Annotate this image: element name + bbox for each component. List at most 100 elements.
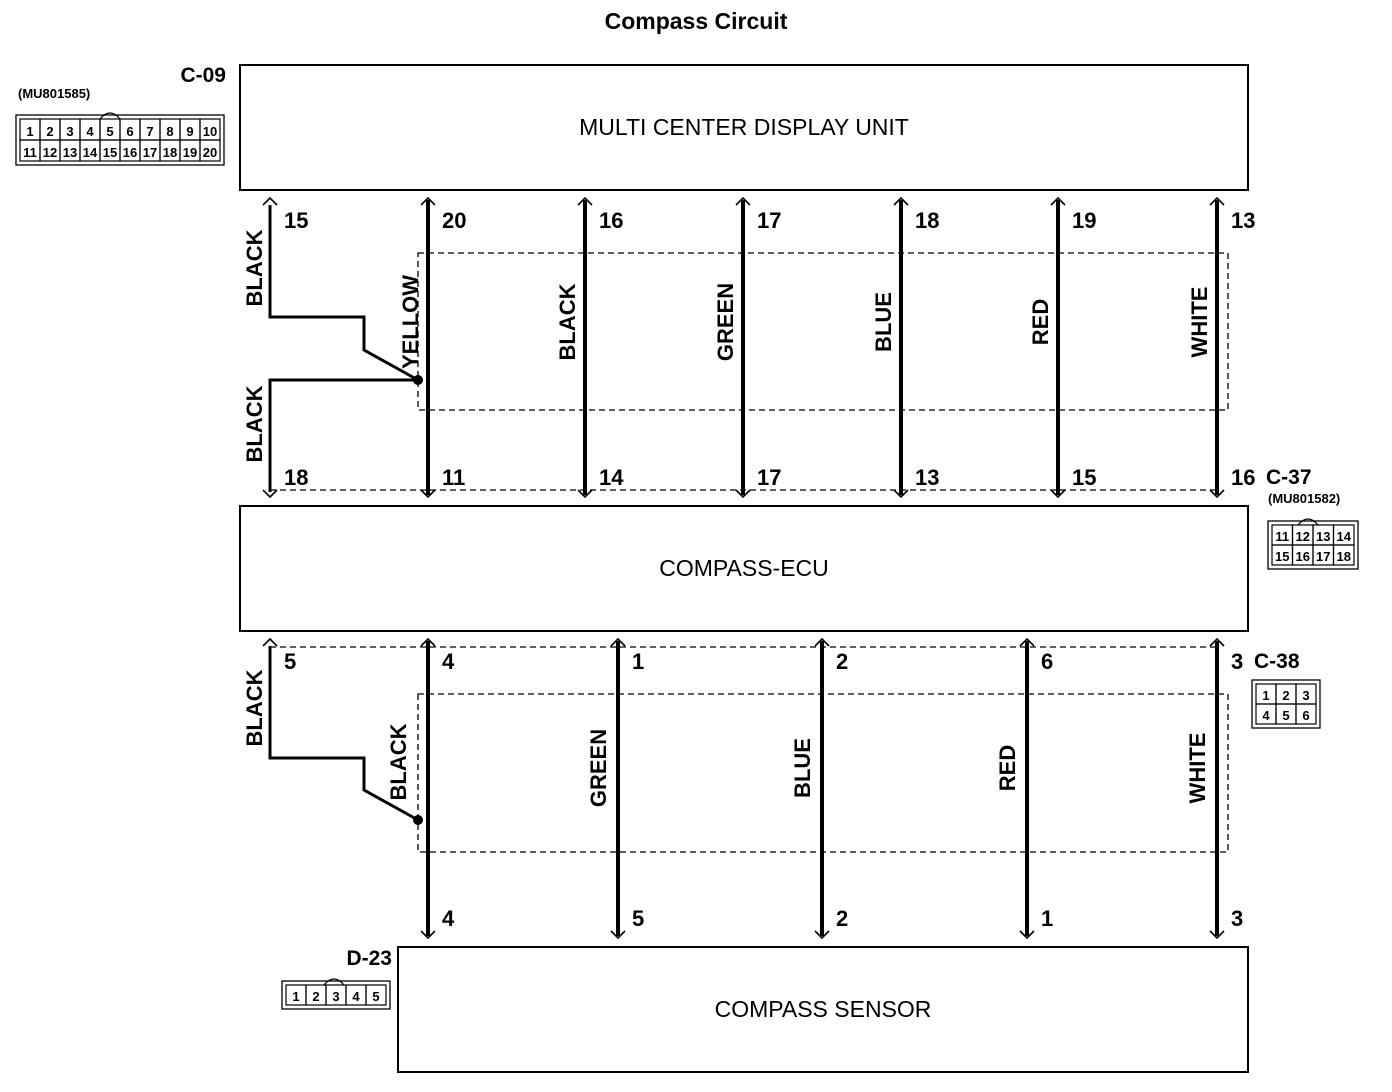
- lower-top-pin-number: 3: [1231, 649, 1243, 674]
- c09-connector-id: C-09: [180, 64, 226, 87]
- lower-top-terminal: [1019, 637, 1035, 647]
- upper-branch-color-top: BLACK: [242, 229, 267, 306]
- upper-bottom-pin-number: 13: [915, 465, 939, 490]
- connector-cell-number: 11: [1275, 529, 1289, 544]
- upper-black-branch-wire-2: [268, 378, 418, 492]
- upper-top-terminal: [262, 196, 278, 206]
- lower-bottom-pin-number: 2: [836, 906, 848, 931]
- upper-bottom-pin-number: 17: [757, 465, 781, 490]
- upper-bottom-terminal: [893, 489, 909, 499]
- connector-cell-number: 5: [1282, 708, 1289, 723]
- ecu-label: COMPASS-ECU: [659, 555, 829, 581]
- upper-bottom-pin-number: 11: [442, 465, 465, 490]
- upper-black-branch-wire: [268, 205, 419, 382]
- lower-splice-dot: [413, 815, 423, 825]
- lower-bottom-terminal: [814, 930, 830, 940]
- connector-cell-number: 9: [186, 124, 193, 139]
- connector-frame: [281, 980, 391, 1010]
- upper-wire-color: BLUE: [871, 292, 896, 352]
- connector-cell-number: 6: [1302, 708, 1309, 723]
- connector-cell-number: 3: [66, 124, 73, 139]
- upper-top-pin-number: 19: [1072, 208, 1096, 233]
- upper-wire-color: RED: [1028, 299, 1053, 345]
- lower-bottom-pin-number: 4: [442, 906, 455, 931]
- connector-cell-number: 13: [63, 145, 77, 160]
- lower-bottom-pin-number: 5: [632, 906, 644, 931]
- lower-wire-color: GREEN: [586, 729, 611, 807]
- connector-cell-number: 7: [146, 124, 153, 139]
- upper-bottom-terminal: [577, 489, 593, 499]
- lower-bottom-terminal: [610, 930, 626, 940]
- upper-splice-dot: [413, 375, 423, 385]
- upper-bottom-terminal: [1050, 489, 1066, 499]
- c37-connector-id: C-37: [1266, 466, 1312, 489]
- upper-top-terminal: [577, 196, 593, 206]
- upper-wire-color: BLACK: [555, 283, 580, 360]
- diagram-title: Compass Circuit: [604, 8, 788, 34]
- connector-cell-number: 12: [1296, 529, 1310, 544]
- upper-top-pin-number: 15: [284, 208, 308, 233]
- lower-wire-color: RED: [995, 745, 1020, 791]
- lower-top-pin-number: 1: [632, 649, 644, 674]
- lower-black-branch-wire: [268, 646, 419, 822]
- connector-cell-number: 16: [1296, 549, 1310, 564]
- upper-bottom-pin-number: 16: [1231, 465, 1255, 490]
- connector-cell-number: 2: [46, 124, 53, 139]
- lower-branch-color: BLACK: [242, 669, 267, 746]
- upper-bottom-terminal: [262, 489, 278, 499]
- connector-cell-number: 14: [1337, 529, 1352, 544]
- connector-cell-number: 12: [43, 145, 57, 160]
- upper-wire-color: YELLOW: [398, 275, 423, 369]
- connector-cell-number: 20: [203, 145, 217, 160]
- lower-top-terminal: [262, 637, 278, 647]
- connector-cell-number: 15: [1275, 549, 1289, 564]
- upper-shield-box: [417, 252, 1229, 411]
- connector-cell: [199, 139, 221, 162]
- connector-cell-number: 8: [166, 124, 173, 139]
- connector-cell-number: 2: [1282, 688, 1289, 703]
- lower-top-terminal: [1209, 637, 1225, 647]
- lower-bottom-pin-number: 3: [1231, 906, 1243, 931]
- display-unit-label: MULTI CENTER DISPLAY UNIT: [579, 114, 909, 140]
- multi-center-display-unit: MULTI CENTER DISPLAY UNIT: [239, 64, 1249, 191]
- compass-ecu: COMPASS-ECU: [239, 505, 1249, 632]
- lower-top-pin-number: 4: [442, 649, 455, 674]
- connector-cell: [365, 984, 387, 1006]
- connector-cell-number: 6: [126, 124, 133, 139]
- upper-bottom-terminal: [735, 489, 751, 499]
- upper-top-terminal: [420, 196, 436, 206]
- connector-cell-number: 11: [23, 145, 37, 160]
- upper-top-terminal: [735, 196, 751, 206]
- sensor-label: COMPASS SENSOR: [714, 996, 932, 1022]
- upper-top-pin-number: 18: [915, 208, 939, 233]
- upper-bottom-terminal: [420, 489, 436, 499]
- lower-bottom-terminal: [420, 930, 436, 940]
- connector-cell-number: 18: [1337, 549, 1351, 564]
- connector-key: [1297, 518, 1319, 526]
- upper-top-pin-number: 20: [442, 208, 466, 233]
- connector-cell-number: 4: [86, 124, 94, 139]
- connector-cell: [1295, 703, 1317, 725]
- lower-bottom-terminal: [1019, 930, 1035, 940]
- connector-cell-number: 15: [103, 145, 117, 160]
- lower-wire-color: WHITE: [1185, 733, 1210, 804]
- lower-top-terminal: [814, 637, 830, 647]
- connector-cell-number: 18: [163, 145, 177, 160]
- connector-cell-number: 16: [123, 145, 137, 160]
- lower-top-pin-number: 5: [284, 649, 296, 674]
- connector-cell-number: 17: [1316, 549, 1330, 564]
- upper-top-pin-number: 16: [599, 208, 623, 233]
- upper-top-terminal: [893, 196, 909, 206]
- connector-key: [99, 112, 121, 120]
- compass-sensor: COMPASS SENSOR: [397, 946, 1249, 1073]
- connector-cell-number: 3: [332, 989, 339, 1004]
- upper-bottom-pin-number: 18: [284, 465, 308, 490]
- upper-top-pin-number: 13: [1231, 208, 1255, 233]
- c38-connector-id: C-38: [1254, 650, 1300, 673]
- connector-cell-number: 10: [203, 124, 217, 139]
